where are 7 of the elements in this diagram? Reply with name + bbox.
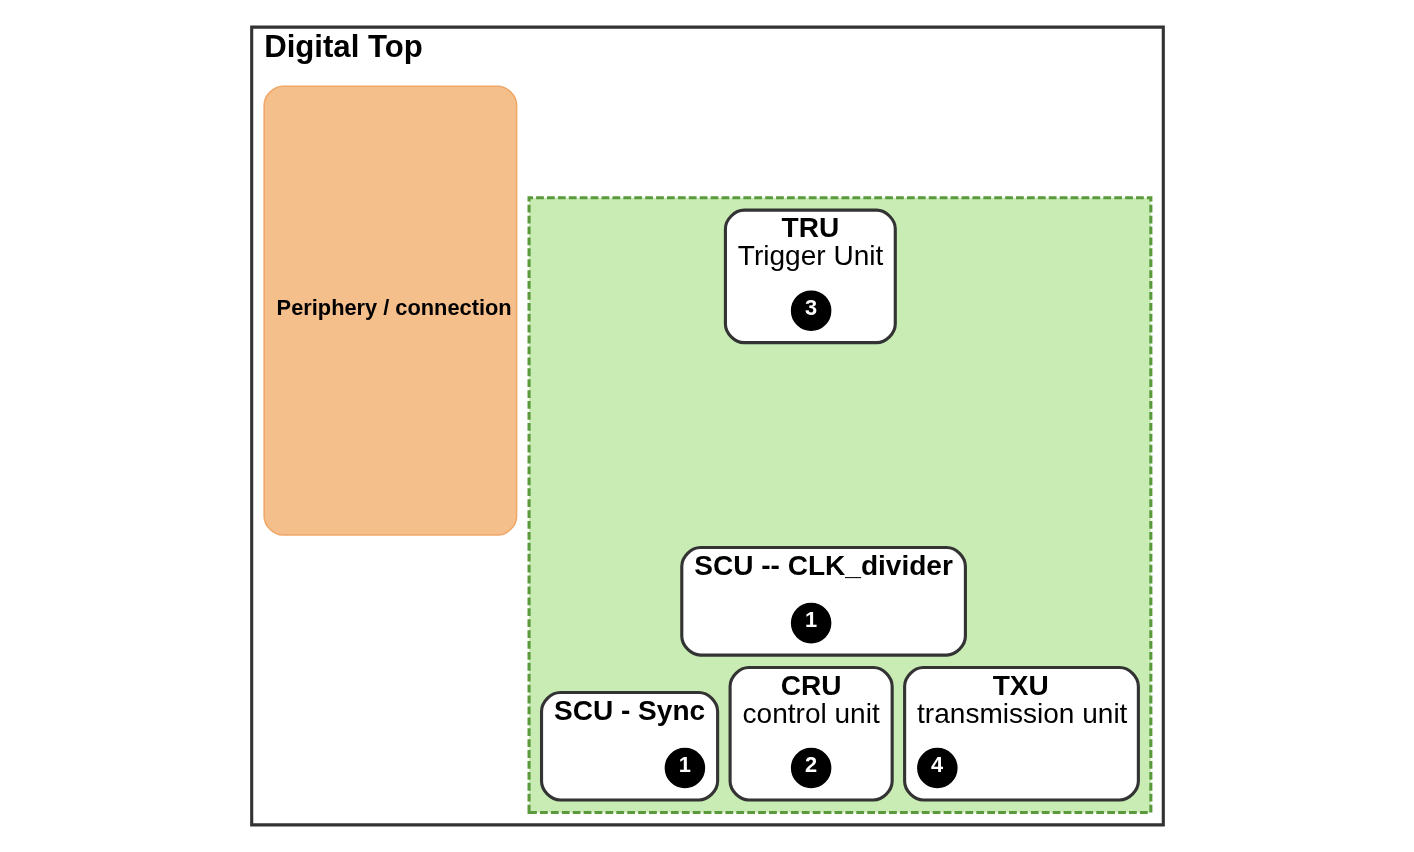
node-circle: 1	[664, 747, 705, 789]
node-circle: 4	[916, 747, 958, 789]
node-box: Periphery / connection	[262, 85, 517, 536]
node-circle: 3	[790, 290, 831, 331]
node-circle: 2	[790, 747, 831, 789]
node-circle: 1	[790, 602, 831, 644]
cluster	[527, 196, 1152, 814]
